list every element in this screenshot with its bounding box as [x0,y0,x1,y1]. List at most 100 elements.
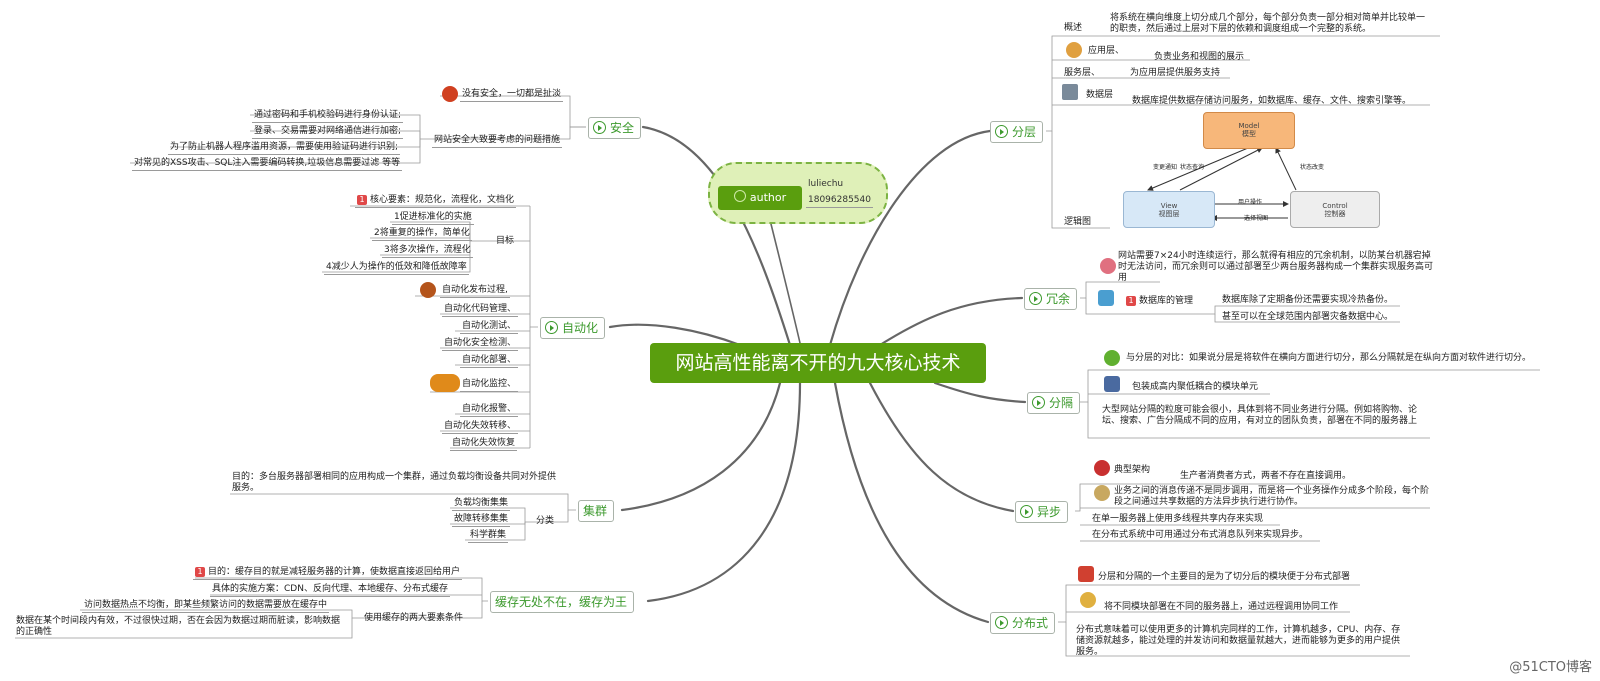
mvc-edge-label: 状态改变 [1300,164,1325,171]
isolation-cohesion: 包装成高内聚低耦合的模块单元 [1132,382,1259,392]
security-item: 登录、交易需要对网络通信进行加密; [252,126,404,139]
priority-1-icon: 1 [1126,296,1136,306]
mvc-edge-label: 用户操作 [1238,199,1263,206]
author-label: author [749,191,787,204]
security-item: 为了防止机器人程序滥用资源，需要使用验证码进行识别; [168,142,401,155]
apple-icon [1104,350,1120,366]
layering-app: 应用层、 [1088,46,1125,56]
play-icon [1029,292,1042,305]
priority-1-icon: 1 [357,195,367,205]
async-distributed: 在分布式系统中可用通过分布式消息队列来实现异步。 [1092,530,1309,540]
branch-redundancy[interactable]: 冗余 [1024,288,1078,310]
layering-service-desc: 为应用层提供服务支持 [1130,68,1221,78]
distributed-meaning: 分布式意味着可以使用更多的计算机完同样的工作，计算机越多，CPU、内存、存储资源… [1076,625,1401,657]
cluster-class-label: 分类 [536,516,555,526]
async-typical: 生产者消费者方式，两者不存在直接调用。 [1180,471,1352,481]
automation-item: 自动化代码管理、 [442,304,519,317]
branch-security[interactable]: 安全 [588,117,642,139]
house-icon [1078,566,1094,582]
async-typical-key: 典型架构 [1114,465,1151,475]
layering-logic-label: 逻辑图 [1064,217,1092,227]
cluster-class: 负载均衡集集 [452,498,511,511]
author-node[interactable]: author [718,186,802,210]
mvc-edge-label: 选择视图 [1244,215,1269,222]
branch-cache[interactable]: 缓存无处不在，缓存为王 [490,591,635,613]
author-circle-icon [733,190,746,202]
cluster-class: 科学群集 [468,530,509,543]
async-single: 在单一服务器上使用多线程共享内存来实现 [1092,514,1264,524]
cache-conditions-label: 使用缓存的两大要素条件 [364,613,464,623]
play-icon [995,125,1008,138]
layering-overview-key: 概述 [1064,23,1083,33]
central-topic[interactable]: 网站高性能离不开的九大核心技术 [650,343,986,383]
automation-item: 自动化报警、 [460,404,519,417]
cluster-purpose: 目的：多台服务器部署相同的应用构成一个集群，通过负载均衡设备共同对外提供服务。 [232,472,557,493]
cake-icon [1066,42,1082,58]
layering-service: 服务层、 [1064,68,1101,78]
automation-item: 自动化部署、 [460,355,519,368]
branch-isolation[interactable]: 分隔 [1027,392,1081,414]
automation-item: 自动化失效恢复 [450,438,518,451]
automation-item: 自动化发布过程, [440,285,510,298]
branch-cluster[interactable]: 集群 [578,500,615,522]
isolation-large-site: 大型网站分隔的粒度可能会很小，具体到将不同业务进行分隔。例如将购物、论坛、搜索、… [1102,405,1418,426]
redundancy-db-item: 数据库除了定期备份还需要实现冷热备份。 [1222,295,1394,305]
automation-goal: 1促进标准化的实施 [392,212,474,225]
automation-goal-label: 目标 [496,236,515,246]
swirl-icon [420,282,436,298]
treadmill-icon [1062,84,1078,100]
watermark: @51CTO博客 [1509,660,1592,675]
branch-distributed[interactable]: 分布式 [990,612,1056,634]
skater-icon [1104,376,1120,392]
async-desc: 业务之间的消息传递不是同步调用，而是将一个业务操作分成多个阶段，每个阶段之间通过… [1114,486,1430,507]
motorcycle-icon [430,374,460,392]
racket-icon [1094,485,1110,501]
automation-item: 自动化监控、 [460,379,519,392]
automation-goal: 3将多次操作，流程化 [382,245,473,258]
automation-item: 自动化安全检测、 [442,338,519,351]
author-phone: 18096285540 [806,195,873,208]
isolation-compare: 与分层的对比：如果说分层是将软件在横向方面进行切分，那么分隔就是在纵向方面对软件… [1126,353,1532,363]
automation-item: 自动化失效转移、 [442,421,519,434]
cluster-class: 故障转移集集 [452,514,511,527]
automation-goal: 4减少人为操作的低效和降低故障率 [324,262,469,275]
play-icon [593,121,606,134]
layering-app-desc: 负责业务和视图的展示 [1154,52,1245,62]
redundancy-intro: 网站需要7×24小时连续运行，那么就得有相应的冗余机制，以防某台机器宕掉时无法访… [1118,251,1434,283]
priority-1-icon: 1 [195,567,205,577]
branch-automation[interactable]: 自动化 [540,317,606,339]
security-item: 通过密码和手机校验码进行身份认证; [252,110,404,123]
play-icon [545,321,558,334]
security-measures-title: 网站安全大致要考虑的问题措施 [432,135,563,148]
automation-item: 自动化测试、 [460,321,519,334]
broom-icon [1080,592,1096,608]
cache-condition: 数据在某个时间段内有效，不过很快过期，否在会因为数据过期而脏读，影响数据的正确性 [16,616,341,637]
play-icon [1032,396,1045,409]
layering-data: 数据层 [1086,90,1114,100]
distributed-goal: 分层和分隔的一个主要目的是为了切分后的模块便于分布式部署 [1098,572,1351,582]
author-name: luliechu [808,179,844,189]
mvc-edge-label: 变更通知 [1153,164,1178,171]
target-icon [442,86,458,102]
cache-condition: 访问数据热点不均衡，即某些频繁访问的数据需要放在缓存中 [82,600,330,613]
security-item: 对常见的XSS攻击、SQL注入需要编码转换,垃圾信息需要过滤 等等 [132,158,403,171]
boat-icon [1098,290,1114,306]
cake-slice-icon [1094,460,1110,476]
mvc-edge-label: 状态查询 [1180,164,1205,171]
candy-icon [1100,258,1116,274]
branch-layering[interactable]: 分层 [990,121,1044,143]
automation-goal: 2将重复的操作，简单化 [372,228,472,241]
cache-schemes: 具体的实施方案：CDN、反向代理、本地缓存、分布式缓存 [210,584,450,597]
branch-async[interactable]: 异步 [1015,501,1069,523]
play-icon [1020,505,1033,518]
layering-overview: 将系统在横向维度上切分成几个部分，每个部分负责一部分相对简单并比较单一的职责，然… [1110,13,1426,34]
layering-data-desc: 数据库提供数据存储访问服务，如数据库、缓存、文件、搜索引擎等。 [1132,96,1412,106]
distributed-remote: 将不同模块部署在不同的服务器上，通过远程调用协同工作 [1104,602,1339,612]
